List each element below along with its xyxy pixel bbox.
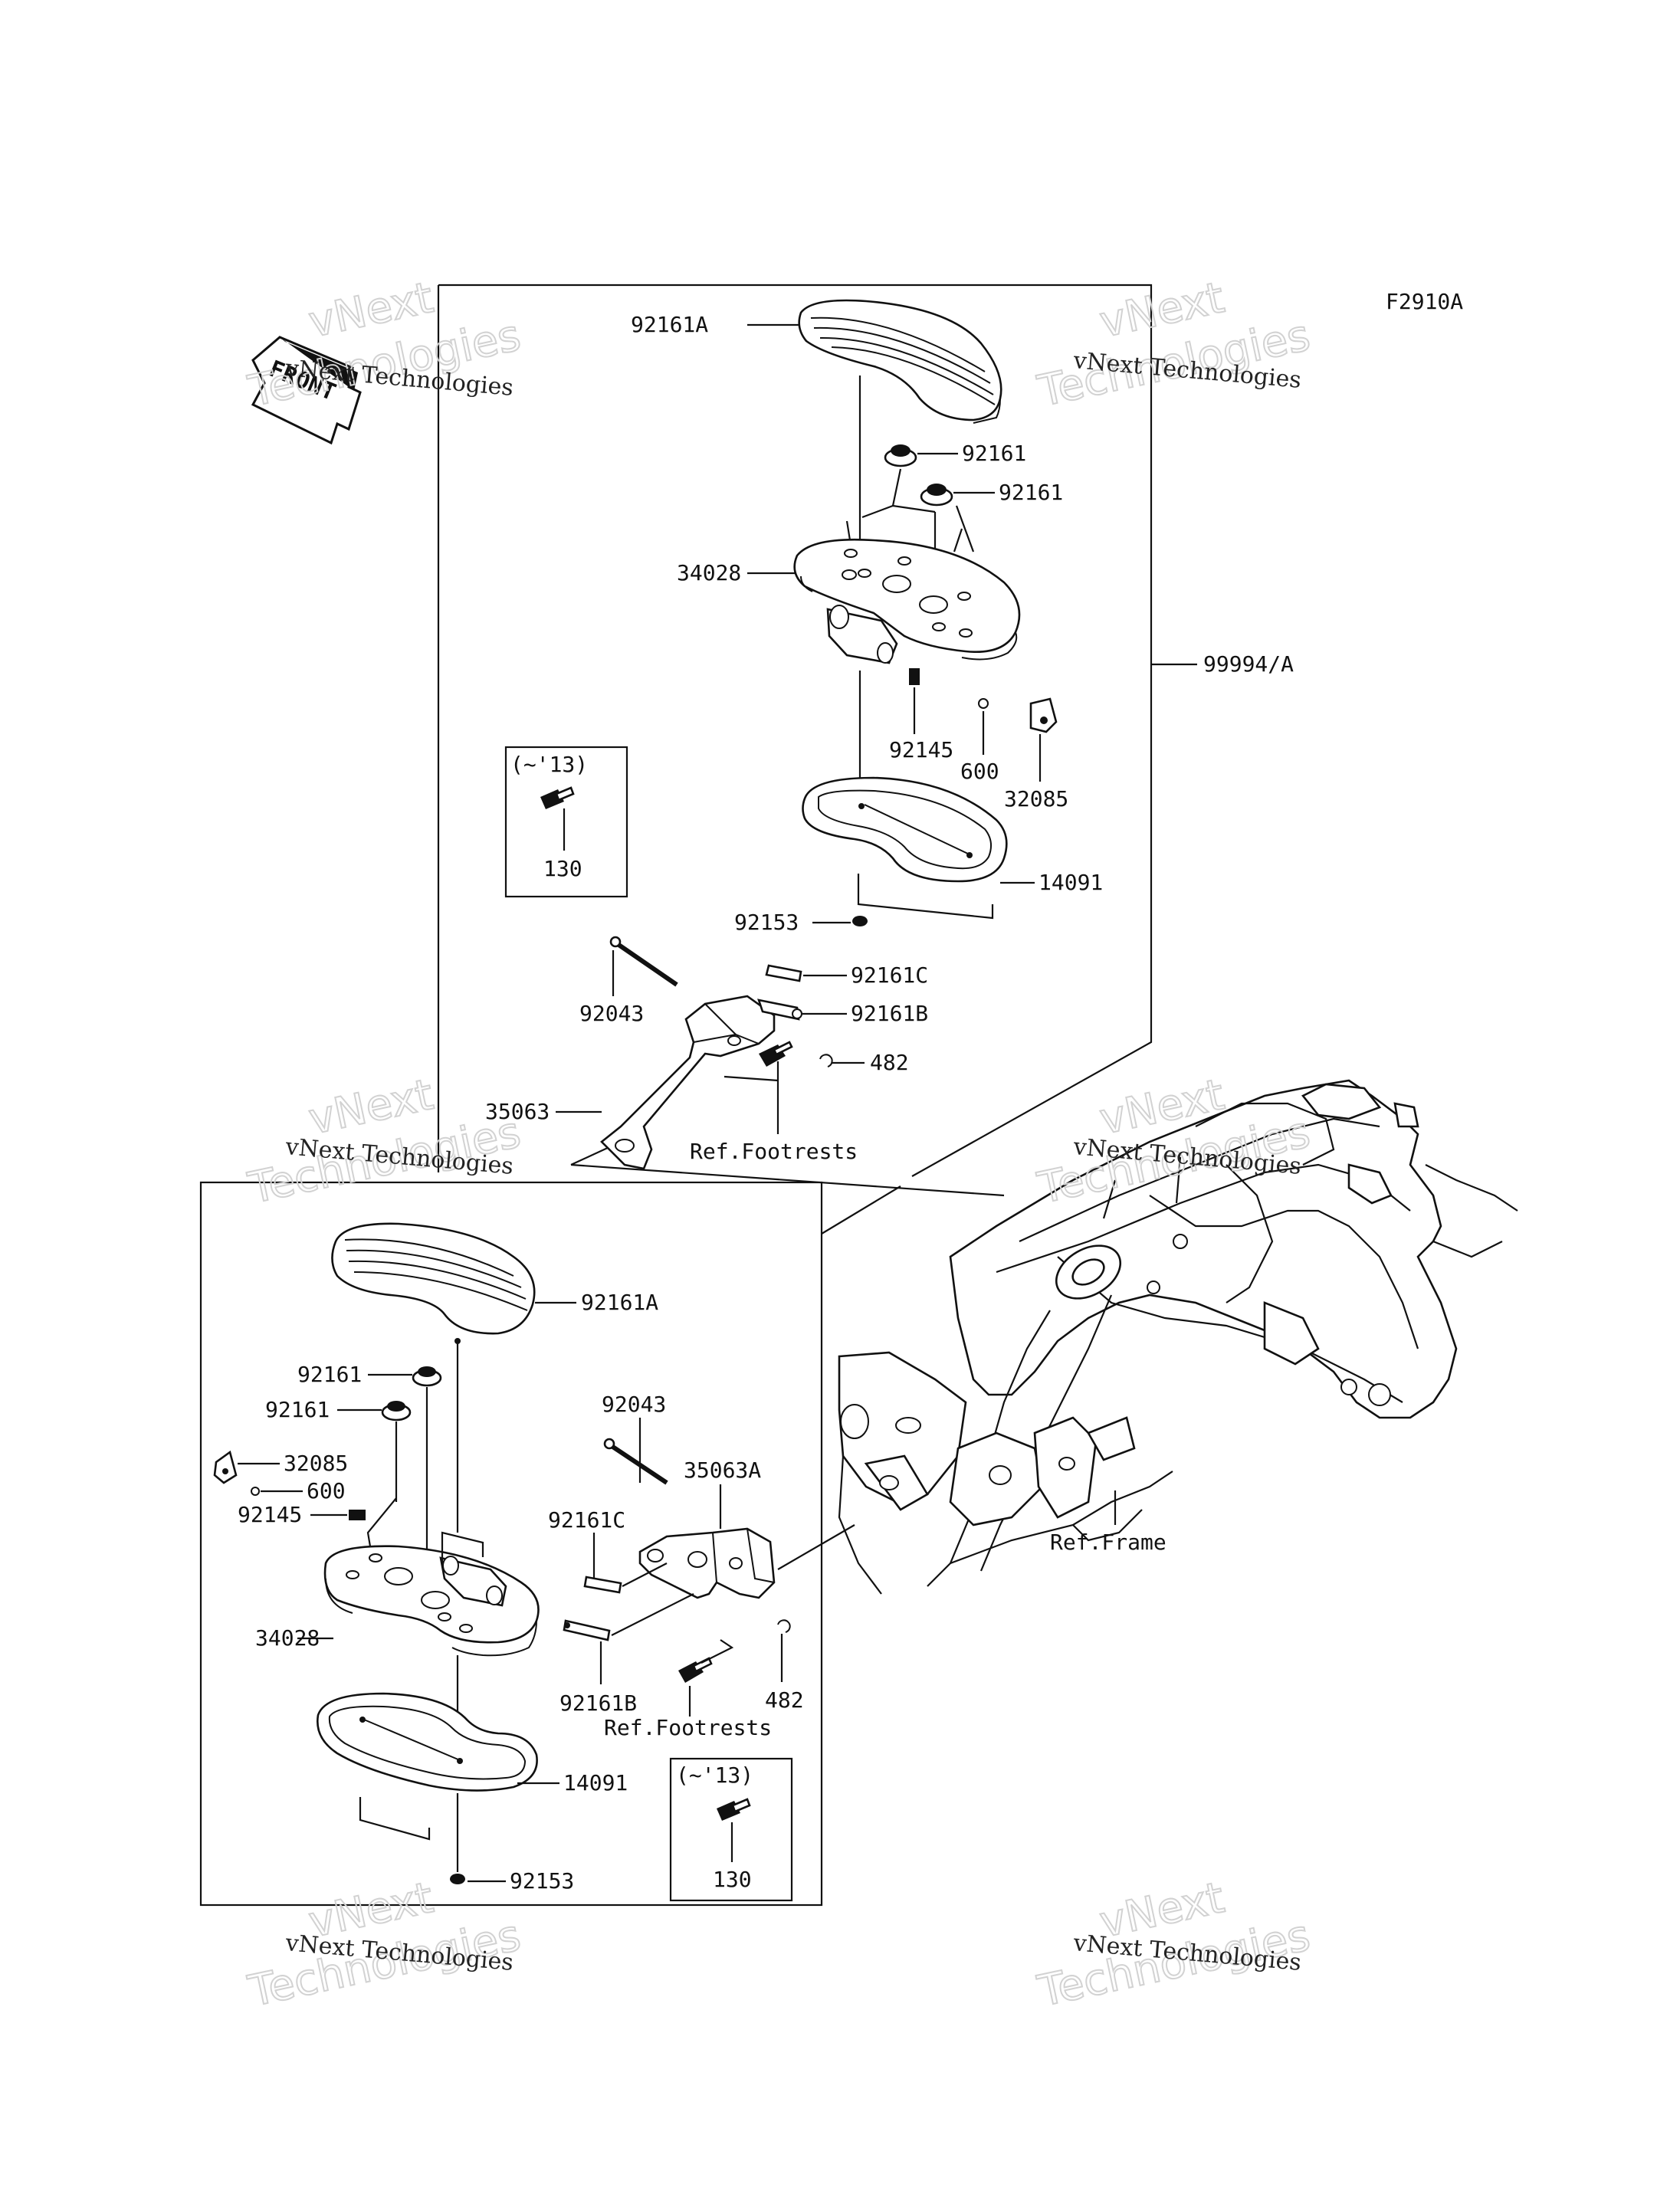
upper-damper-2 bbox=[920, 484, 953, 507]
upper-footboard-plate bbox=[802, 776, 1008, 883]
upper-inset-period: (~'13) bbox=[510, 752, 588, 777]
lower-damper-1 bbox=[412, 1366, 442, 1387]
lower-footrest-bolt bbox=[678, 1657, 713, 1683]
lower-spring bbox=[349, 1510, 366, 1520]
upper-footboard-bracket bbox=[793, 538, 1021, 664]
lower-screw-label: 92153 bbox=[510, 1868, 574, 1894]
upper-damper-1 bbox=[884, 444, 917, 467]
lower-ball-label: 600 bbox=[307, 1478, 346, 1503]
lower-holder-label: 32085 bbox=[284, 1451, 348, 1476]
diagram-code: F2910A bbox=[1386, 289, 1463, 314]
lower-holder bbox=[213, 1450, 238, 1484]
upper-bracket-label: 34028 bbox=[677, 560, 741, 585]
upper-screw-label: 92153 bbox=[734, 910, 799, 935]
upper-board-label: 92161A bbox=[631, 312, 708, 337]
upper-pad-b-label: 92161B bbox=[851, 1001, 928, 1026]
upper-ball bbox=[978, 698, 989, 709]
upper-clip-label: 482 bbox=[870, 1050, 909, 1075]
upper-spring-label: 92145 bbox=[889, 737, 953, 762]
lower-bracket-label: 34028 bbox=[255, 1625, 320, 1651]
upper-holder bbox=[1029, 697, 1058, 733]
upper-assembly-label: 99994/A bbox=[1203, 651, 1294, 677]
lower-damper-2-label: 92161 bbox=[265, 1397, 330, 1422]
front-arrow-icon: FRONT bbox=[251, 336, 362, 445]
lower-inset-bolt-icon bbox=[717, 1798, 751, 1821]
lower-plate-label: 14091 bbox=[563, 1770, 628, 1795]
lower-pad-b bbox=[563, 1619, 611, 1641]
upper-inset-part: 130 bbox=[543, 856, 582, 881]
lower-footboard-rubber bbox=[331, 1222, 536, 1344]
lower-pin-label: 92043 bbox=[602, 1392, 666, 1417]
upper-footboard-stay bbox=[600, 995, 802, 1170]
lower-inset-part: 130 bbox=[713, 1867, 752, 1892]
lower-clip-label: 482 bbox=[765, 1687, 804, 1713]
lower-pad-b-label: 92161B bbox=[559, 1690, 637, 1716]
lower-stay-label: 35063A bbox=[684, 1458, 761, 1483]
upper-clip bbox=[819, 1054, 833, 1067]
lower-inset-box bbox=[669, 1757, 793, 1902]
upper-screw bbox=[852, 916, 868, 926]
lower-clip bbox=[777, 1619, 791, 1633]
upper-stay-label: 35063 bbox=[485, 1099, 550, 1124]
upper-ref-footrests-label: Ref.Footrests bbox=[690, 1139, 858, 1164]
upper-inset-box bbox=[504, 746, 628, 898]
upper-footrest-bolt bbox=[759, 1041, 793, 1067]
lower-damper-2 bbox=[381, 1401, 412, 1421]
upper-plate-label: 14091 bbox=[1039, 870, 1103, 895]
lower-ref-footrests-label: Ref.Footrests bbox=[604, 1715, 772, 1740]
lower-inset-period: (~'13) bbox=[676, 1763, 753, 1788]
lower-ball bbox=[251, 1487, 260, 1496]
motorcycle-frame-drawing bbox=[838, 1079, 1518, 1595]
lower-board-label: 92161A bbox=[581, 1290, 658, 1315]
lower-screw bbox=[450, 1874, 465, 1884]
lower-pin bbox=[603, 1438, 668, 1485]
lower-damper-1-label: 92161 bbox=[297, 1362, 362, 1387]
watermark-bottom-left: vNext Technologies vNext Technologies bbox=[243, 1872, 525, 2018]
lower-group-frame bbox=[199, 1181, 901, 1907]
lower-pad-c-label: 92161C bbox=[548, 1507, 625, 1533]
watermark-top-right: vNext Technologies vNext Technologies bbox=[1032, 272, 1314, 418]
watermark-bottom-right: vNext Technologies vNext Technologies bbox=[1032, 1872, 1314, 2018]
lower-pad-c bbox=[583, 1576, 622, 1594]
upper-footboard-rubber bbox=[798, 299, 1002, 424]
upper-ball-label: 600 bbox=[960, 759, 999, 784]
ref-frame-label: Ref.Frame bbox=[1050, 1530, 1166, 1555]
upper-damper-2-label: 92161 bbox=[999, 480, 1063, 505]
lower-footboard-plate bbox=[316, 1692, 538, 1792]
upper-pad-c bbox=[765, 964, 802, 982]
upper-holder-label: 32085 bbox=[1004, 786, 1068, 812]
upper-damper-1-label: 92161 bbox=[962, 441, 1026, 466]
lower-spring-label: 92145 bbox=[238, 1502, 302, 1527]
lower-footboard-bracket bbox=[323, 1531, 540, 1657]
lower-footboard-stay bbox=[638, 1527, 776, 1599]
upper-pin-label: 92043 bbox=[579, 1001, 644, 1026]
upper-group-frame bbox=[437, 284, 1197, 1197]
watermark-middle-left: vNext Technologies vNext Technologies bbox=[243, 1069, 525, 1215]
upper-pad-c-label: 92161C bbox=[851, 962, 928, 988]
upper-inset-bolt-icon bbox=[540, 786, 575, 809]
upper-pin bbox=[609, 936, 678, 987]
upper-spring bbox=[909, 668, 920, 685]
